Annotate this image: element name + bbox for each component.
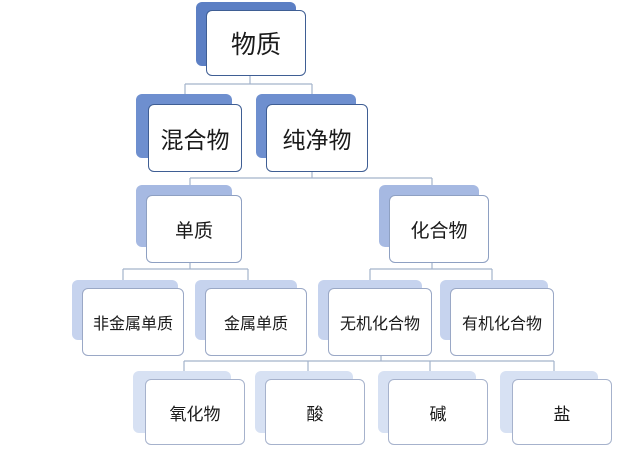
node-salt-label: 盐: [512, 379, 612, 445]
node-salt: 盐: [500, 371, 625, 451]
node-matter: 物质: [190, 2, 310, 82]
node-inorganic-compound: 无机化合物: [318, 280, 438, 360]
node-inorganic-compound-label: 无机化合物: [328, 288, 432, 356]
node-organic-compound-label: 有机化合物: [450, 288, 554, 356]
node-pure-substance: 纯净物: [252, 92, 372, 177]
node-nonmetal-element: 非金属单质: [70, 280, 195, 360]
node-nonmetal-element-label: 非金属单质: [82, 288, 184, 356]
node-mixture: 混合物: [130, 92, 245, 177]
node-compound-label: 化合物: [389, 195, 489, 263]
node-organic-compound: 有机化合物: [438, 280, 563, 360]
node-acid: 酸: [255, 371, 375, 451]
node-metal-element: 金属单质: [195, 280, 315, 360]
node-metal-element-label: 金属单质: [205, 288, 307, 356]
node-matter-label: 物质: [206, 10, 306, 76]
node-acid-label: 酸: [265, 379, 365, 445]
node-oxide-label: 氧化物: [145, 379, 245, 445]
node-pure-substance-label: 纯净物: [266, 104, 368, 172]
node-element-label: 单质: [146, 195, 242, 263]
node-compound: 化合物: [375, 185, 495, 270]
node-base-label: 碱: [388, 379, 488, 445]
node-oxide: 氧化物: [133, 371, 253, 451]
node-base: 碱: [378, 371, 498, 451]
node-mixture-label: 混合物: [148, 104, 242, 172]
node-element: 单质: [132, 185, 247, 270]
